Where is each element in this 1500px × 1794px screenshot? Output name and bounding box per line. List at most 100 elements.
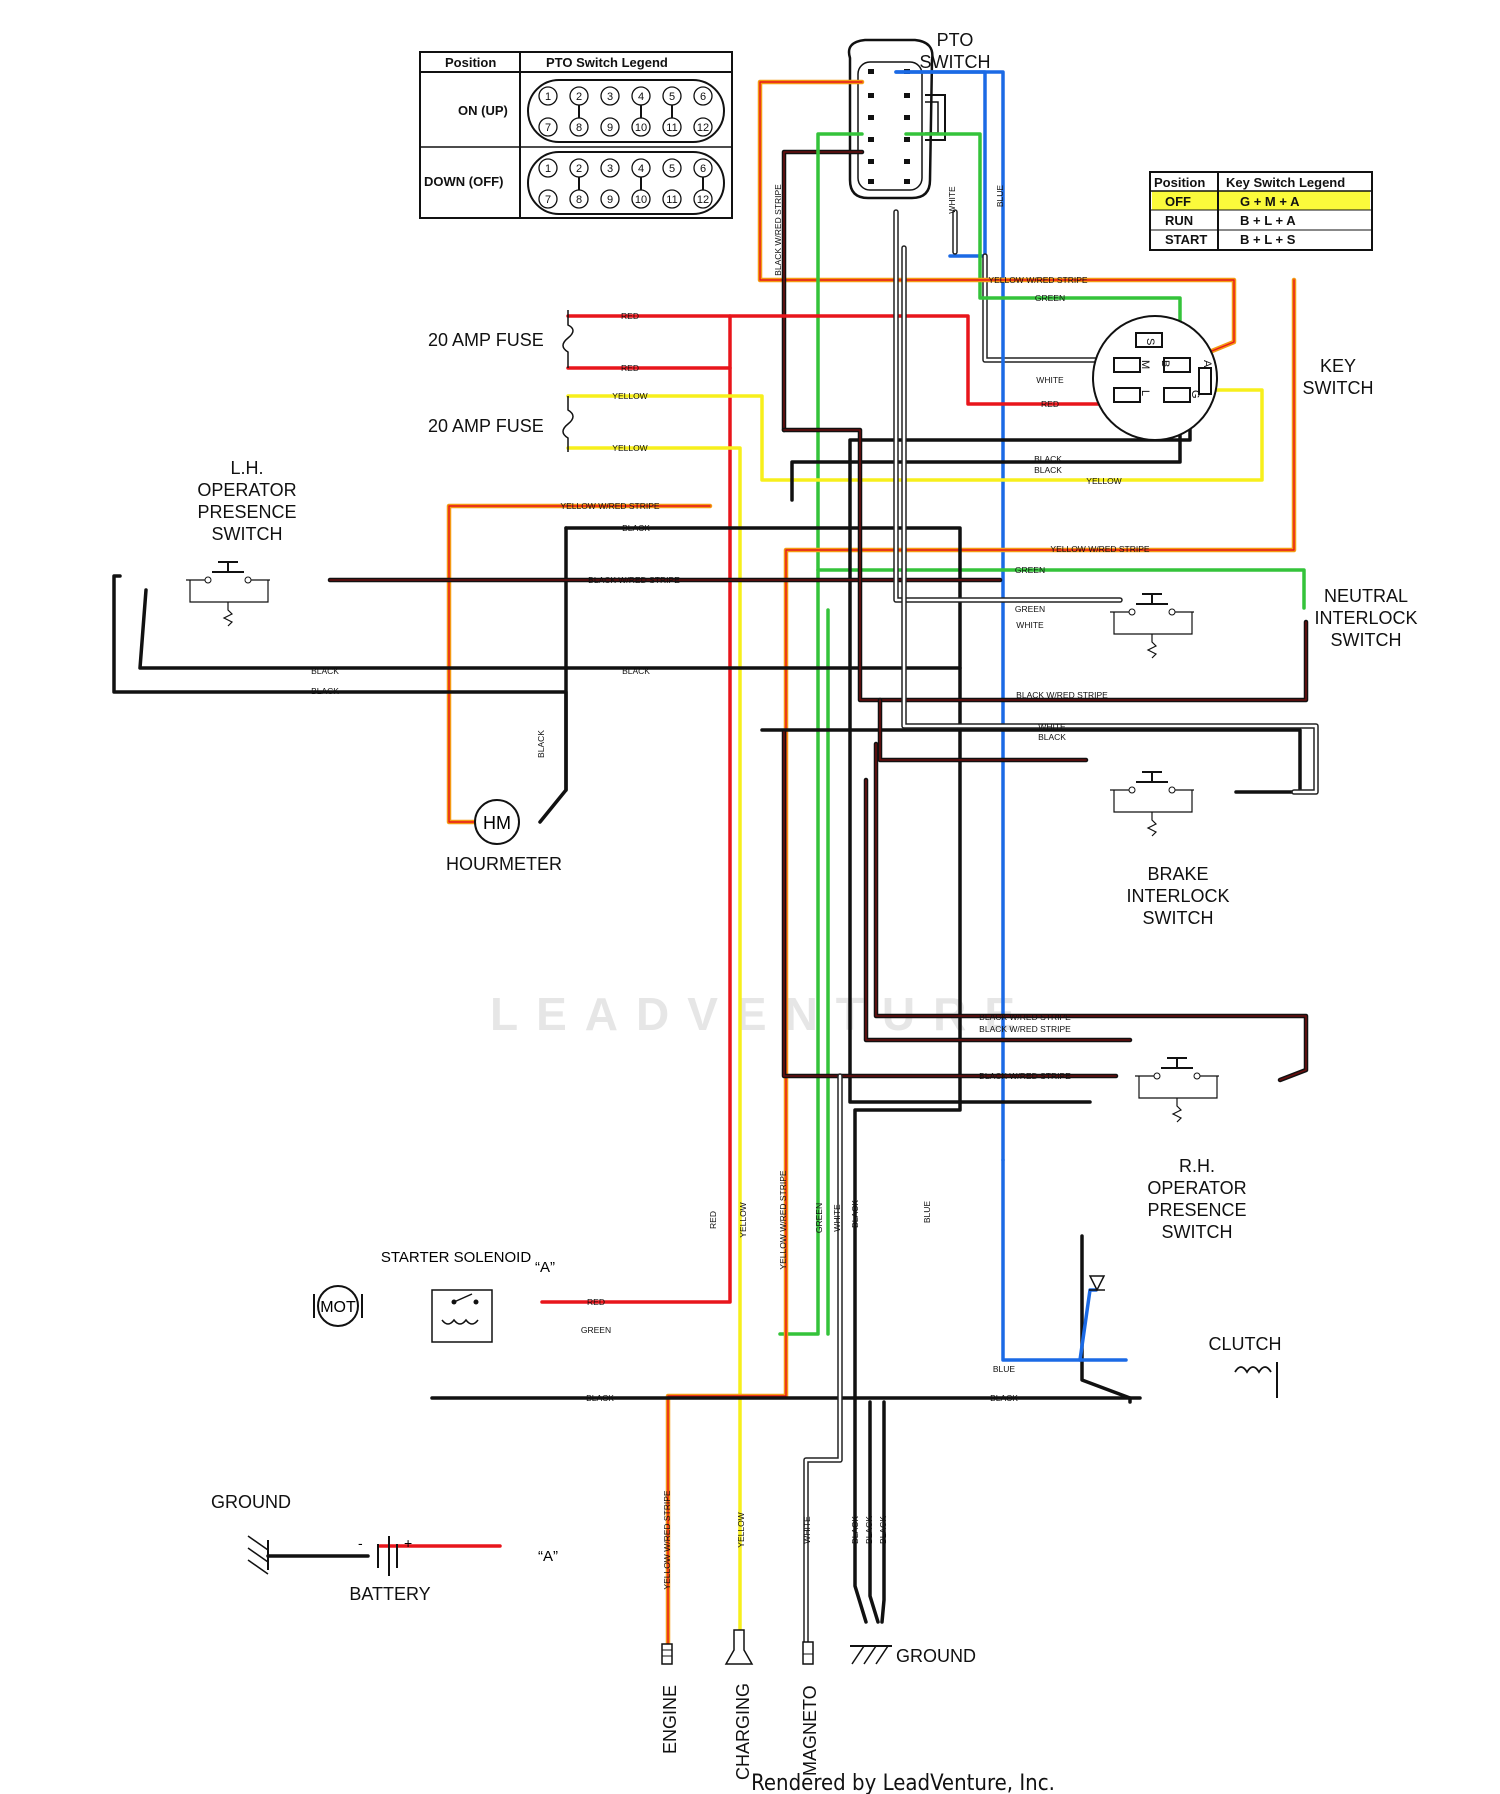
hourmeter: HM: [474, 799, 520, 845]
wire-label: YELLOW: [738, 1202, 748, 1237]
fuse-2-label: 20 AMP FUSE: [428, 416, 544, 436]
key-switch-label-2: SWITCH: [1303, 378, 1374, 398]
pto-legend-pin: 6: [700, 163, 706, 175]
engine-label: ENGINE: [660, 1685, 680, 1754]
starter-solenoid-label: STARTER SOLENOID: [381, 1249, 531, 1266]
wire-label: BLACK: [990, 1393, 1018, 1403]
key-legend-row-run-pos: RUN: [1165, 213, 1193, 228]
key-legend-row-start-pos: START: [1165, 232, 1207, 247]
battery: - +: [358, 1535, 412, 1576]
wire-yellow-charging: [566, 446, 742, 1642]
wire-label: BLACK: [850, 1516, 860, 1544]
wire-brs-pto-down: [781, 149, 865, 433]
wire-label: WHITE: [1036, 375, 1064, 385]
battery-a: “A”: [538, 1548, 558, 1565]
hourmeter-label: HOURMETER: [446, 854, 562, 874]
wire-label: BLACK W/RED STRIPE: [773, 184, 783, 276]
pto-legend-pin: 2: [576, 163, 582, 175]
wire-black-lh-2: [138, 588, 962, 670]
pto-legend-pin: 7: [545, 194, 551, 206]
wire-label: WHITE: [802, 1516, 812, 1544]
ground-symbol-left: [247, 1535, 269, 1575]
wire-label: BLACK W/RED STRIPE: [1016, 690, 1108, 700]
wire-label: RED: [1041, 399, 1059, 409]
starter-motor: MOT: [313, 1285, 363, 1327]
pto-legend-pin: 10: [635, 122, 647, 134]
ground-bottom-label: GROUND: [896, 1646, 976, 1666]
key-terminal-b: B: [1159, 360, 1171, 367]
wire-blue-clutch: [1001, 1158, 1128, 1362]
key-legend-position-header: Position: [1154, 175, 1205, 190]
fuse-1: [562, 310, 574, 368]
wire-label: BLACK W/RED STRIPE: [979, 1012, 1071, 1022]
svg-text:-: -: [358, 1535, 363, 1551]
key-legend-row-start-val: B + L + S: [1240, 232, 1296, 247]
wire-green-solenoid-trunk: [778, 568, 820, 1336]
wire-label: BLACK W/RED STRIPE: [588, 575, 680, 585]
neutral-switch-label-3: SWITCH: [1331, 630, 1402, 650]
key-switch: S M B A L G: [1092, 315, 1218, 441]
battery-label: BATTERY: [349, 1584, 430, 1604]
wire-label: GREEN: [1015, 604, 1045, 614]
pto-legend-pin: 1: [545, 91, 551, 103]
key-legend-row-off-pos: OFF: [1165, 194, 1191, 209]
wire-black-solenoid-ground: [430, 1396, 1132, 1404]
footer-credit: Rendered by LeadVenture, Inc.: [751, 1771, 1055, 1794]
pto-legend-pin: 12: [697, 122, 709, 134]
wire-black-clutch-diode: [1080, 1234, 1142, 1400]
wire-label: BLACK: [850, 1200, 860, 1228]
wire-black-ground-2: [868, 1400, 880, 1624]
engine-connector: [661, 1643, 673, 1665]
ground-symbol-bottom: [850, 1645, 892, 1665]
brake-switch-label-1: BRAKE: [1147, 864, 1208, 884]
pto-legend-pin: 3: [607, 91, 613, 103]
brake-interlock-switch: [1110, 771, 1194, 837]
magneto-connector: [802, 1641, 814, 1665]
wire-label: RED: [708, 1211, 718, 1229]
wire-label: YELLOW: [612, 391, 647, 401]
pto-legend-pin: 4: [638, 163, 644, 175]
wire-label: BLACK: [622, 666, 650, 676]
pto-legend-pin: 8: [576, 194, 582, 206]
wire-label: YELLOW: [736, 1512, 746, 1547]
wire-label: RED: [621, 363, 639, 373]
lh-switch-label-4: SWITCH: [212, 524, 283, 544]
wire-label: BLACK: [311, 686, 339, 696]
rh-switch-label-3: PRESENCE: [1147, 1200, 1246, 1220]
pto-legend-pin: 1: [545, 163, 551, 175]
magneto-label: MAGNETO: [800, 1685, 820, 1776]
rh-switch-label-4: SWITCH: [1162, 1222, 1233, 1242]
fuse-2: [562, 396, 574, 452]
neutral-interlock-switch: [1110, 593, 1194, 659]
wire-red-main: [540, 314, 732, 1304]
wire-label: YELLOW W/RED STRIPE: [778, 1170, 788, 1270]
wire-black-ground-3: [880, 1400, 886, 1624]
wire-label: GREEN: [814, 1203, 824, 1233]
pto-legend-on-label: ON (UP): [458, 103, 508, 118]
wire-label: BLACK: [1038, 732, 1066, 742]
pto-legend-pin: 9: [607, 122, 613, 134]
wire-label: YELLOW W/RED STRIPE: [988, 275, 1088, 285]
wire-label: RED: [621, 311, 639, 321]
wire-label: BLACK: [1034, 465, 1062, 475]
wire-label: BLACK: [1034, 454, 1062, 464]
wire-label: BLACK: [878, 1516, 888, 1544]
brake-switch-label-2: INTERLOCK: [1126, 886, 1229, 906]
key-legend-header: Key Switch Legend: [1226, 175, 1345, 190]
wire-label: WHITE: [1016, 620, 1044, 630]
key-terminal-m: M: [1139, 360, 1151, 369]
wire-black-lh-loop: [112, 574, 568, 792]
pto-switch-connector: [847, 38, 946, 200]
wire-green-key-s: [904, 132, 1182, 338]
starter-motor-mot: MOT: [320, 1299, 356, 1316]
clutch-diode: [1088, 1275, 1106, 1292]
rh-operator-presence-switch: [1135, 1057, 1219, 1123]
lh-operator-presence-switch: [186, 561, 270, 627]
key-switch-legend-table: Position Key Switch Legend OFF G + M + A…: [1149, 171, 1373, 251]
key-legend-row-off-val: G + M + A: [1240, 194, 1300, 209]
neutral-switch-label-1: NEUTRAL: [1324, 586, 1408, 606]
lh-switch-label-1: L.H.: [230, 458, 263, 478]
wire-label: BLUE: [922, 1201, 932, 1224]
wire-label: BLUE: [995, 185, 1005, 208]
svg-text:+: +: [404, 1535, 412, 1551]
